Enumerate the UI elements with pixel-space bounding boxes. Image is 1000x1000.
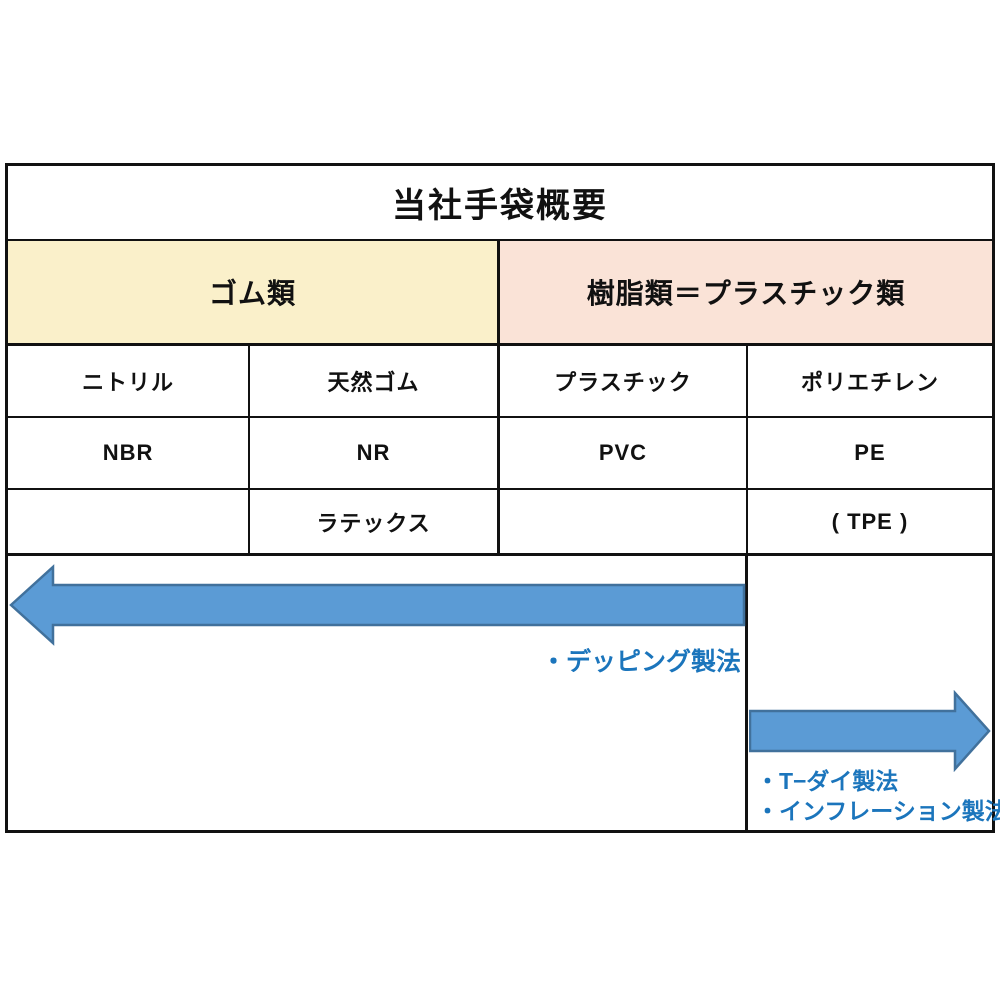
category-header-rubber: ゴム類 — [8, 241, 500, 343]
material-extra-row: ラテックス ( TPE ) — [8, 490, 992, 556]
page-title: 当社手袋概要 — [8, 166, 992, 241]
right-arrow-icon — [748, 690, 991, 772]
material-cell-plastic: プラスチック — [500, 346, 748, 416]
inflation-method-label: ・インフレーション製法 — [755, 798, 1000, 824]
material-cell-pvc: PVC — [500, 418, 748, 488]
material-cell-nr: NR — [250, 418, 500, 488]
t-die-method-label: ・T−ダイ製法 — [755, 768, 899, 794]
material-cell-natural-rubber: 天然ゴム — [250, 346, 500, 416]
dipping-method-label: ・デッピング製法 — [540, 648, 741, 676]
plastic-process-area: ・T−ダイ製法 ・インフレーション製法 — [748, 556, 1000, 830]
extrusion-method-labels: ・T−ダイ製法 ・インフレーション製法 — [756, 766, 1000, 826]
material-cell-polyethylene: ポリエチレン — [800, 370, 939, 395]
material-name-row: ニトリル 天然ゴム プラスチック ポリエチレン — [8, 346, 992, 418]
material-cell-nitrile: ニトリル — [8, 346, 251, 416]
material-cell-nbr: NBR — [8, 418, 251, 488]
material-cell-empty-2 — [500, 490, 748, 553]
material-cell-empty-1 — [8, 490, 251, 553]
material-code-row: NBR NR PVC PE — [8, 418, 992, 490]
material-cell-pe: PE — [854, 440, 886, 465]
material-cell-latex: ラテックス — [250, 490, 500, 553]
glove-overview-table: 当社手袋概要 ゴム類 樹脂類＝プラスチック類 ニトリル 天然ゴム プラスチック … — [5, 163, 1000, 833]
rubber-process-area: ・デッピング製法 — [8, 556, 748, 830]
left-arrow-icon — [9, 564, 746, 646]
process-row: ・デッピング製法 ・T−ダイ製法 ・インフレーション製法 — [8, 556, 1000, 830]
category-header-plastic: 樹脂類＝プラスチック類 — [500, 241, 992, 343]
category-header-row: ゴム類 樹脂類＝プラスチック類 — [8, 241, 992, 346]
material-cell-tpe: ( TPE ) — [831, 508, 909, 534]
